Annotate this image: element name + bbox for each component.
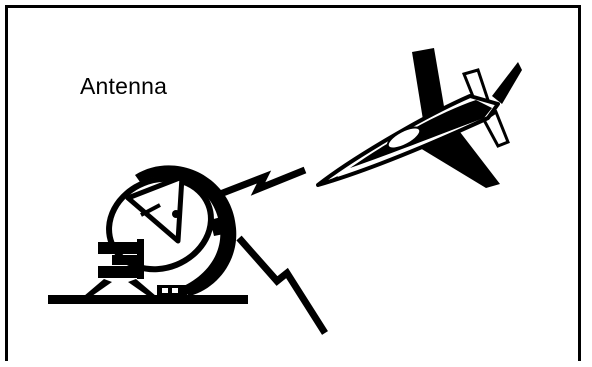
lightning-signal-icon (215, 170, 305, 196)
jet-aircraft-icon (318, 48, 522, 188)
satellite-dish-icon (48, 164, 248, 304)
lightning-signal-icon (239, 238, 325, 333)
